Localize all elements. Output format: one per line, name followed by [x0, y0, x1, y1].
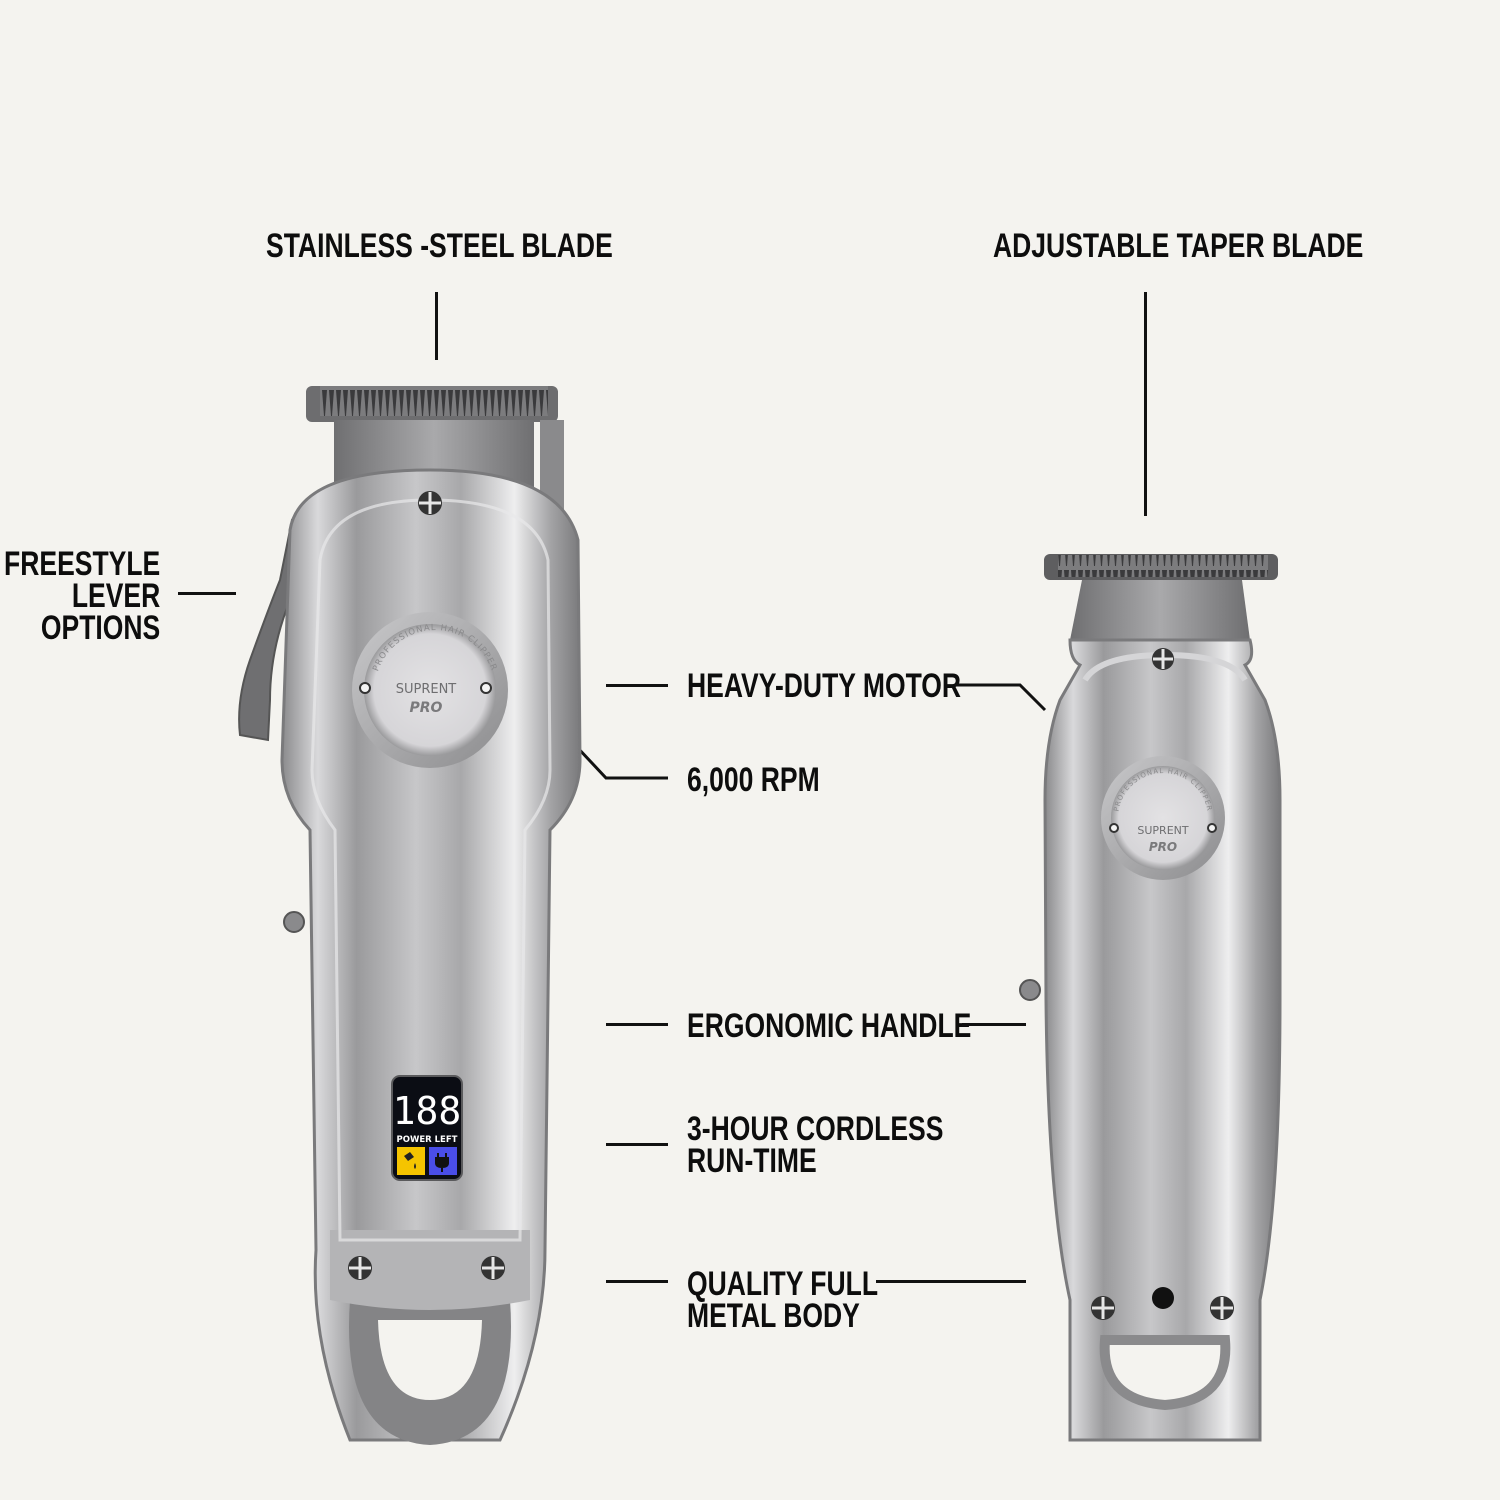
callout-line: 3-HOUR CORDLESS [687, 1110, 944, 1148]
display-caption: POWER LEFT [397, 1135, 458, 1145]
callout-runtime: 3-HOUR CORDLESS RUN-TIME [687, 1110, 1016, 1180]
callout-line: FREESTYLE [3, 545, 160, 583]
leader-line-motor [955, 683, 1047, 712]
leader-line [962, 1023, 1026, 1026]
brand-text: SUPRENT [1137, 824, 1188, 837]
model-text: PRO [410, 700, 443, 716]
brand-text: SUPRENT [396, 682, 457, 697]
callout-freestyle-lever: FREESTYLE LEVER OPTIONS [0, 545, 160, 647]
leader-line [606, 1143, 668, 1146]
leader-line [435, 292, 438, 360]
callout-metal-body: QUALITY FULL METAL BODY [687, 1265, 932, 1335]
callout-heavy-duty-motor: HEAVY-DUTY MOTOR [687, 667, 962, 705]
callout-line: LEVER [71, 577, 160, 615]
leader-line [606, 684, 668, 687]
callout-line: RUN-TIME [687, 1142, 817, 1180]
callout-rpm: 6,000 RPM [687, 761, 820, 799]
leader-line-rpm [574, 744, 668, 780]
leader-line [876, 1280, 1026, 1283]
callout-line: METAL BODY [687, 1297, 860, 1335]
leader-line [606, 1023, 668, 1026]
leader-line [1144, 292, 1147, 516]
callout-ergonomic-handle: ERGONOMIC HANDLE [687, 1007, 972, 1045]
callout-stainless-steel-blade: STAINLESS -STEEL BLADE [266, 227, 613, 265]
leader-line [606, 1280, 668, 1283]
display-digits: 188 [393, 1089, 462, 1133]
model-text: PRO [1149, 840, 1177, 854]
callout-line: QUALITY FULL [687, 1265, 879, 1303]
leader-line [178, 592, 236, 595]
callout-adjustable-taper-blade: ADJUSTABLE TAPER BLADE [993, 227, 1364, 265]
oil-drop-icon [397, 1147, 425, 1175]
callout-line: OPTIONS [40, 609, 160, 647]
